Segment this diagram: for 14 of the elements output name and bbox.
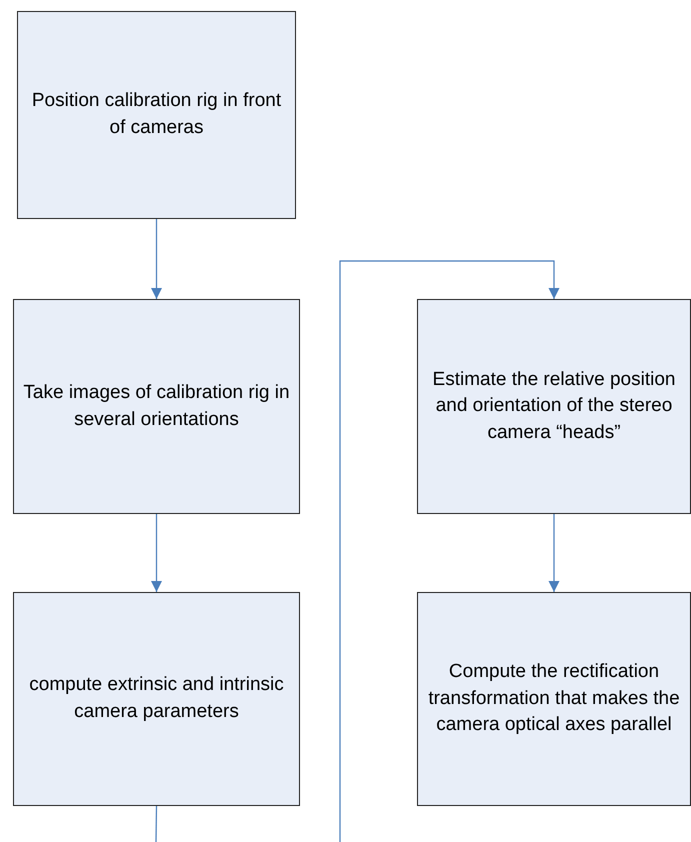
process-box [13,299,300,514]
step-text: Compute the rectification transformation that makes the camera optical axes parallel [427,660,681,738]
process-box [17,11,296,219]
connector-arrow [151,514,162,592]
process-box [417,299,691,514]
process-box [417,592,691,806]
step-text: Take images of calibration rig in several orientations [22,380,291,432]
connector-arrow [548,514,560,592]
connector-arrow [339,260,560,842]
process-box [13,592,300,806]
step-text: compute extrinsic and intrinsic camera parameters [28,673,285,724]
connector-arrow [151,219,162,299]
step-text: Position calibration rig in front of cameras [30,89,282,140]
step-text: Estimate the relative position and orientation of the stereo camera “heads” [432,368,676,445]
